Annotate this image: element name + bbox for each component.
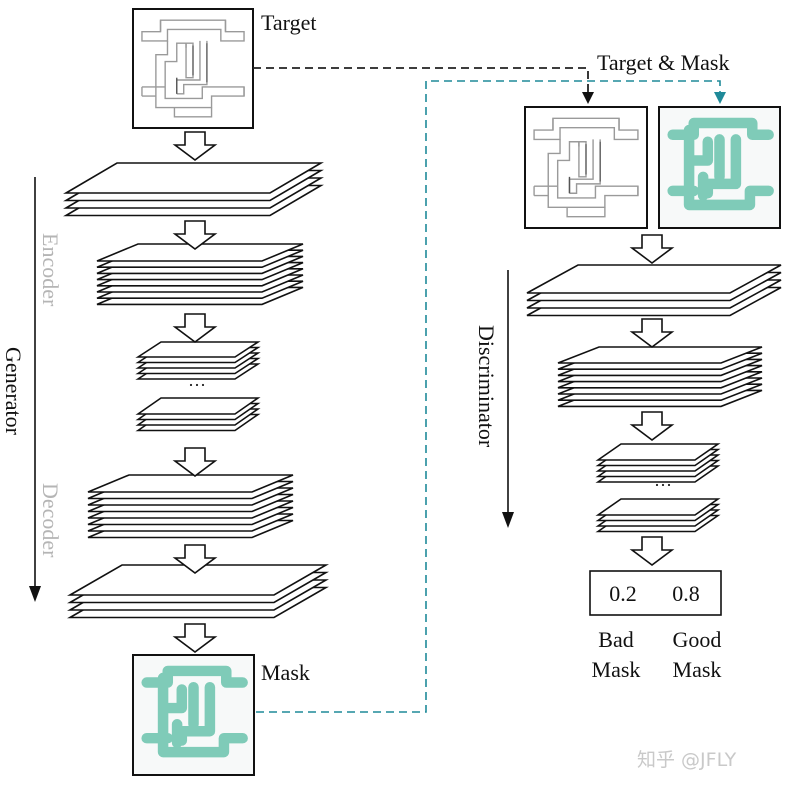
down-block-arrow-icon xyxy=(172,220,218,250)
enc-stack-2 xyxy=(96,243,304,306)
feature-map-layer xyxy=(63,162,324,194)
down-block-arrow-icon xyxy=(629,411,675,441)
mask-label: Mask xyxy=(261,660,310,685)
score-box xyxy=(589,570,722,616)
feature-map-layer xyxy=(135,341,261,358)
feature-map-layer xyxy=(595,443,721,461)
good-mask-score: 0.8 xyxy=(672,581,700,606)
disc-stack-3 xyxy=(595,443,721,483)
target-image xyxy=(132,8,254,129)
target-label: Target xyxy=(261,10,316,35)
feature-map-layer xyxy=(135,397,261,415)
generator-ellipsis: ··· xyxy=(188,375,206,395)
bad-mask-label-line2: Mask xyxy=(592,657,641,682)
discriminator-flow-arrows xyxy=(629,234,675,566)
watermark: 知乎 @JFLY xyxy=(637,749,737,771)
down-block-arrow-icon xyxy=(629,536,675,566)
enc-stack-3 xyxy=(135,341,261,380)
down-block-arrow-icon xyxy=(172,131,218,161)
target-and-mask-label: Target & Mask xyxy=(597,50,729,75)
discriminator-arrow xyxy=(502,270,514,528)
discriminator-layer-stacks xyxy=(526,264,782,533)
disc-stack-1 xyxy=(526,264,782,317)
generator-flow-arrows xyxy=(172,131,218,653)
down-block-arrow-icon xyxy=(629,318,675,348)
enc-stack-1 xyxy=(63,162,324,217)
discriminator-label: Discriminator xyxy=(474,325,499,448)
good-mask-label-line1: Good xyxy=(673,627,722,652)
mask-to-discriminator-connector xyxy=(256,80,726,713)
mask-image xyxy=(132,654,255,776)
enc-stack-4 xyxy=(135,397,261,432)
feature-map-layer xyxy=(96,243,304,262)
feature-map-layer xyxy=(526,264,782,294)
discriminator-target-image xyxy=(524,106,648,229)
disc-stack-2 xyxy=(557,346,763,408)
down-block-arrow-icon xyxy=(172,447,218,477)
feature-map-layer xyxy=(87,474,294,493)
dec-stack-1 xyxy=(87,474,294,539)
encoder-label: Encoder xyxy=(38,233,63,307)
dec-stack-2 xyxy=(67,564,329,619)
mask-connector-arrowhead xyxy=(714,92,726,104)
feature-map-layer xyxy=(557,346,763,364)
generator-label: Generator xyxy=(1,347,26,436)
generator-arrow xyxy=(29,177,41,602)
bad-mask-score: 0.2 xyxy=(609,581,637,606)
down-block-arrow-icon xyxy=(172,544,218,574)
feature-map-layer xyxy=(595,498,721,516)
feature-map-layer xyxy=(67,564,329,596)
down-block-arrow-icon xyxy=(172,313,218,343)
decoder-label: Decoder xyxy=(38,483,63,558)
target-connector-arrowhead xyxy=(582,92,594,104)
discriminator-ellipsis: ··· xyxy=(654,475,672,495)
down-block-arrow-icon xyxy=(629,234,675,264)
target-to-discriminator-connector xyxy=(253,67,594,104)
bad-mask-label-line1: Bad xyxy=(598,627,633,652)
down-block-arrow-icon xyxy=(172,623,218,653)
generator-layer-stacks xyxy=(63,162,329,619)
disc-stack-4 xyxy=(595,498,721,533)
good-mask-label-line2: Mask xyxy=(673,657,722,682)
discriminator-mask-image xyxy=(658,106,781,229)
